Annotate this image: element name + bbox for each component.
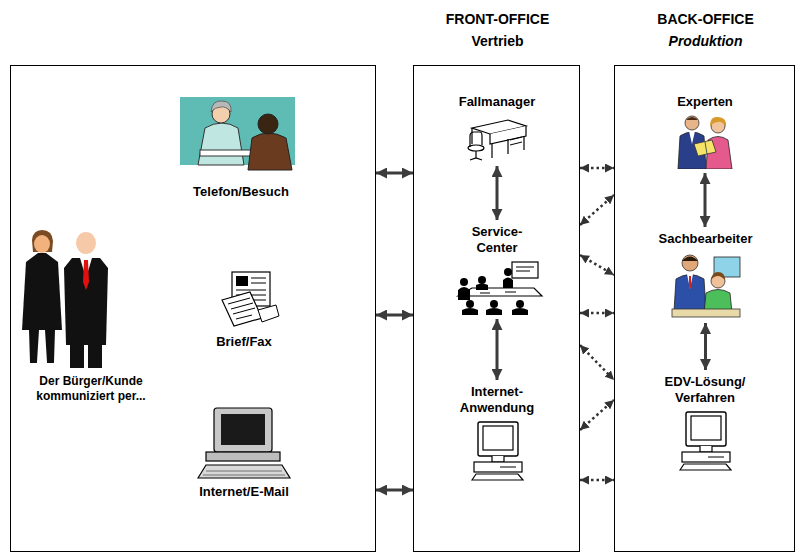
node-label: Experten <box>645 94 765 110</box>
woman-legs <box>30 330 54 362</box>
channel-label: Internet/E-Mail <box>174 484 314 500</box>
dotted-arrow <box>580 255 614 275</box>
man-tie <box>83 260 89 290</box>
customer-panel: Telefon/BesuchBrief/FaxDer Bürger/Kunde … <box>10 65 376 552</box>
header-title: FRONT-OFFICE <box>394 11 601 27</box>
back-office-panel: BACK-OFFICEProduktionExperten Sachbearbe… <box>614 65 795 552</box>
experts-icon <box>670 114 740 169</box>
keyboard-keys <box>203 471 285 475</box>
woman-dress <box>22 253 62 330</box>
double-arrow <box>704 323 707 370</box>
envelope <box>258 305 279 322</box>
keyboard <box>198 465 290 478</box>
double-arrow <box>376 489 413 492</box>
double-arrow <box>704 173 707 227</box>
screen <box>221 414 265 445</box>
front-office-panel: FRONT-OFFICEVertriebFallmanager Service-… <box>413 65 580 552</box>
computer-icon <box>198 408 290 478</box>
header-subtitle: Produktion <box>595 33 801 49</box>
man-legs <box>70 345 102 368</box>
back-office-item: Sachbearbeiter <box>640 231 771 319</box>
woman-face <box>34 235 50 253</box>
channel-label: Brief/Fax <box>174 334 314 350</box>
woman-hair <box>211 101 231 112</box>
man-suit <box>64 258 108 345</box>
front-office-item: Fallmanager <box>432 94 562 162</box>
double-arrow <box>496 319 499 380</box>
node-label: Service- Center <box>461 224 533 256</box>
sheet-block <box>236 276 248 286</box>
node-label: Internet- Anwendung <box>455 384 539 416</box>
dotted-arrow <box>580 312 614 315</box>
computer-base <box>206 452 280 461</box>
computer-outline-icon <box>678 410 733 472</box>
desk-icon <box>462 114 532 162</box>
dotted-arrow <box>580 167 614 170</box>
customer-label: Der Bürger/Kunde kommuniziert per... <box>16 374 166 404</box>
back-office-item: EDV-Lösung/ Verfahren <box>640 374 770 472</box>
meeting-icon <box>450 260 545 315</box>
customer-figures <box>22 230 108 368</box>
woman-body <box>198 123 244 165</box>
letter-lines <box>228 298 255 319</box>
dotted-arrow <box>580 400 614 430</box>
header-subtitle: Vertrieb <box>394 33 601 49</box>
clerks-icon <box>670 251 742 319</box>
channel-label: Telefon/Besuch <box>161 184 321 200</box>
monitor <box>214 408 272 452</box>
double-arrow <box>376 172 413 175</box>
dotted-arrow <box>580 479 614 482</box>
man-head <box>258 114 278 134</box>
dotted-arrow <box>580 345 614 380</box>
letter-icon <box>222 272 279 326</box>
double-arrow <box>496 166 499 220</box>
front-office-item: Service- Center <box>432 224 562 315</box>
node-label: Fallmanager <box>437 94 557 110</box>
visit-icon <box>180 97 295 170</box>
header-title: BACK-OFFICE <box>595 11 801 27</box>
node-label: EDV-Lösung/ Verfahren <box>655 374 755 406</box>
back-office-item: Experten <box>640 94 770 169</box>
double-arrow <box>376 314 413 317</box>
woman-hair <box>32 230 53 252</box>
dotted-arrow <box>580 195 614 225</box>
letter <box>222 292 262 326</box>
node-label: Sachbearbeiter <box>643 231 768 247</box>
man-head <box>76 232 96 254</box>
man-body <box>248 133 292 170</box>
front-office-item: Internet- Anwendung <box>432 384 562 482</box>
computer-outline-icon <box>470 420 525 482</box>
